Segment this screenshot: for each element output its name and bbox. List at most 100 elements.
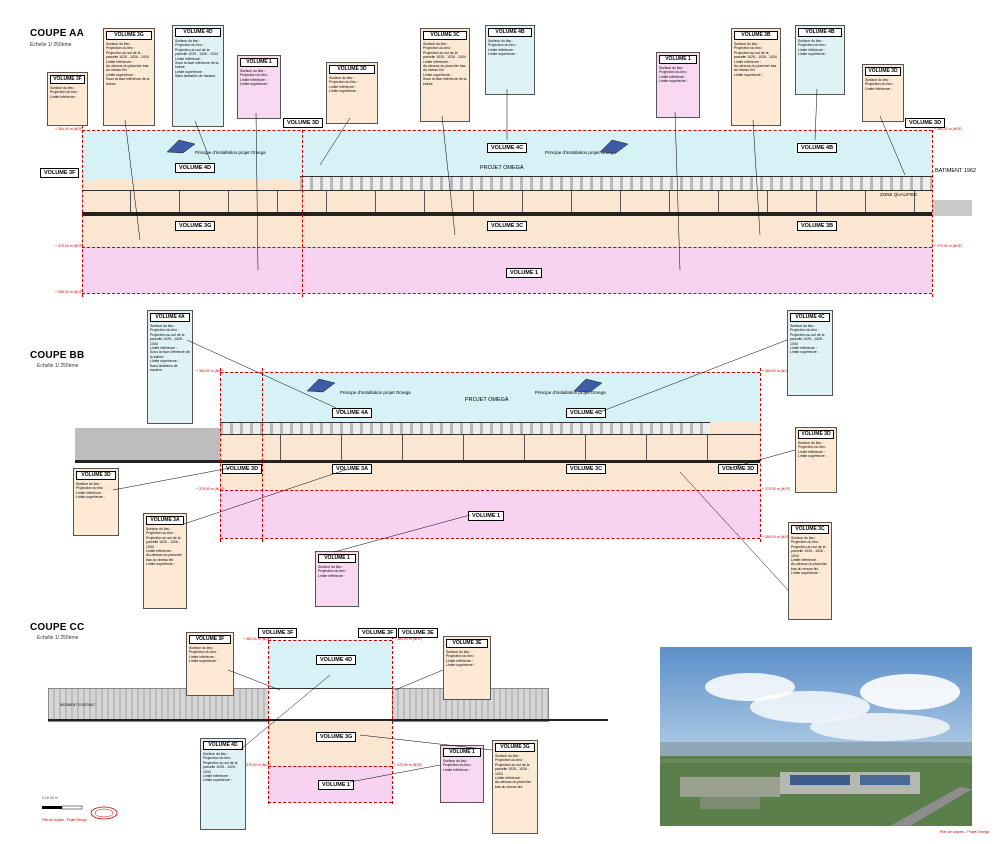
- legend-note: Plan de coupes - Projet Omega: [42, 818, 87, 822]
- bb-elevation-top-left: + 384,00 m (NGF): [196, 369, 225, 373]
- cc-volume-3f-top-right: VOLUME 3F: [358, 628, 398, 638]
- bb-callout-1: VOLUME 1 Surface du lieu : Projection du…: [315, 551, 359, 607]
- aa-solar-panel-icon-1: [166, 139, 196, 154]
- aa-callout-3d-right: VOLUME 3D Surface du lieu : Projection d…: [862, 64, 904, 122]
- cc-leader-lines: [227, 669, 493, 783]
- cc-volume-3f-top-left: VOLUME 3F: [258, 628, 298, 638]
- bb-ground-slab: [75, 460, 760, 463]
- cc-limit-left: [268, 636, 269, 804]
- bb-solar-panel-icon-1: [306, 378, 336, 393]
- section-aa-title: COUPE AA: [30, 28, 85, 39]
- aa-zone-qualifiee-label: ZONE QUALIFIEE: [880, 192, 918, 197]
- cc-ground-slab: [48, 719, 608, 721]
- bb-volume4-band: [220, 372, 760, 422]
- cc-callout-3f: VOLUME 3F Surface du lieu : Projection d…: [186, 632, 234, 696]
- bb-panneaux-label-1: Principe d'installation projet Omega: [340, 390, 411, 395]
- aa-callout-4b-right: VOLUME 4B Surface du lieu : Projection d…: [795, 25, 845, 95]
- aa-elevation-top-left: + 384,00 m (NGF): [55, 127, 84, 131]
- aerial-photo: [660, 647, 972, 826]
- section-cc-title: COUPE CC: [30, 622, 85, 633]
- section-bb-title: COUPE BB: [30, 350, 85, 361]
- bb-leader-lines: [112, 339, 796, 591]
- bb-volume-3d-left-label: VOLUME 3D: [222, 464, 263, 474]
- bb-elevation-line-mid: [220, 490, 760, 491]
- bb-panneaux-label-2: Principe d'installation projet Omega: [535, 390, 606, 395]
- cc-center-building: [268, 688, 392, 721]
- bb-callout-3d-right: VOLUME 3D Surface du lieu : Projection d…: [795, 427, 837, 493]
- section-bb-scale: Echelle 1/ 250ème: [37, 363, 79, 369]
- aa-volume-3g-label: VOLUME 3G: [175, 221, 216, 231]
- aa-limit-left: [82, 125, 83, 297]
- bb-callout-4c: VOLUME 4C Surface du lieu : Projection d…: [787, 310, 833, 396]
- aa-callout-3b: VOLUME 3B Surface du lieu : Projection d…: [731, 28, 781, 126]
- cc-volume3-band: [268, 720, 392, 766]
- aa-elevation-bottom-left: + 365,00 m (NGF): [55, 290, 84, 294]
- aa-callout-3d: VOLUME 3D Surface du lieu : Projection d…: [326, 62, 378, 124]
- bb-limit-left: [220, 368, 221, 542]
- cc-elevation-mid-right: + 375,00 m (NGF): [394, 763, 423, 767]
- cc-volume-3e-top: VOLUME 3E: [398, 628, 438, 638]
- section-cc-scale: Echelle 1/ 250ème: [37, 635, 79, 641]
- bb-elevation-mid-left: + 375,00 m (NGF): [196, 487, 225, 491]
- aa-right-terrain: [932, 200, 972, 216]
- bb-projet-omega-label: PROJET OMEGA: [465, 397, 509, 403]
- aa-callout-3g: VOLUME 3G Surface du lieu : Projection d…: [103, 28, 155, 126]
- cc-elevation-line-top: [268, 640, 392, 641]
- section-aa-scale: Echelle 1/ 250ème: [30, 42, 72, 48]
- cc-callout-3g: VOLUME 3G Surface du lieu : Projection d…: [492, 740, 538, 834]
- aa-building-interior: [82, 190, 932, 213]
- bb-elevation-mid-right: + 375,00 m (NGF): [762, 487, 791, 491]
- aa-solar-panel-icon-2: [599, 139, 629, 154]
- aa-roof-line: [300, 176, 932, 191]
- aa-callout-3f: VOLUME 3F Surface du lieu : Projection d…: [47, 72, 88, 126]
- cc-elevation-line-bottom: [268, 802, 392, 803]
- scale-bar: [42, 805, 83, 810]
- cc-existing-building-left: [48, 688, 270, 722]
- aa-volume-4d-label: VOLUME 4D: [175, 163, 216, 173]
- bb-solar-panel-icon-2: [573, 378, 603, 393]
- bb-callout-3d-left: VOLUME 3D Surface du lieu : Projection d…: [73, 468, 119, 536]
- aa-volume-3c-label: VOLUME 3C: [487, 221, 528, 231]
- cc-volume-3g-label: VOLUME 3G: [316, 732, 357, 742]
- aa-callout-1-right: VOLUME 1 Surface du lieu : Projection du…: [656, 52, 700, 118]
- cc-volume-4d-label: VOLUME 4D: [316, 655, 357, 665]
- aa-limit-right: [932, 125, 933, 297]
- cc-callout-1: VOLUME 1 Surface du lieu : Projection du…: [440, 745, 484, 803]
- bb-elevation-bottom-right: + 365,00 m (NGF): [762, 535, 791, 539]
- cc-batiment-existant-label: BATIMENT EXISTANT: [60, 703, 96, 707]
- aa-volume-4b-label: VOLUME 4B: [797, 143, 838, 153]
- cc-volume-1-label: VOLUME 1: [318, 780, 355, 790]
- aa-panneaux-label-2: Principe d'installation projet Omega: [545, 150, 616, 155]
- aa-elevation-line-mid: [82, 247, 932, 248]
- cc-elevation-line-mid: [268, 766, 392, 767]
- cc-elevation-top-left: + 384,00 m (NGF): [243, 637, 272, 641]
- bb-volume-3d-right-label: VOLUME 3D: [718, 464, 759, 474]
- stamp-seal-icon: [90, 806, 118, 820]
- aa-elevation-mid-right: + 375,00 m (NGF): [934, 244, 963, 248]
- aa-batiment-1962-label: BATIMENT 1962: [935, 168, 977, 174]
- bb-callout-3a: VOLUME 3A Surface du lieu : Projection d…: [143, 513, 187, 609]
- aa-elevation-line-bottom: [82, 293, 932, 294]
- aa-projet-omega-label: PROJET OMEGA: [480, 165, 524, 171]
- aa-elevation-top-right: + 384,00 m (NGF): [934, 127, 963, 131]
- bb-elevation-top-right: + 384,00 m (NGF): [762, 369, 791, 373]
- aa-volume-4c-label: VOLUME 4C: [487, 143, 528, 153]
- aa-callout-4d: VOLUME 4D Surface du lieu : Projection d…: [172, 25, 224, 127]
- cc-callout-3e: VOLUME 3E Surface du lieu : Projection d…: [443, 636, 491, 700]
- aa-volume-1-label: VOLUME 1: [506, 268, 543, 278]
- aa-callout-3c: VOLUME 3C Surface du lieu : Projection d…: [420, 28, 470, 122]
- cc-elevation-top-right: + 384,00 m (NGF): [394, 637, 423, 641]
- aa-panneaux-label-1: Principe d'installation projet Omega: [195, 150, 266, 155]
- aa-ground-slab: [82, 212, 932, 216]
- bb-volume-4c-label: VOLUME 4C: [566, 408, 607, 418]
- aa-volume-3d-right-label: VOLUME 3D: [905, 118, 946, 128]
- cc-elevation-mid-left: + 375,00 m (NGF): [243, 763, 272, 767]
- aa-leader-lines: [124, 88, 906, 271]
- aa-limit-mid: [302, 125, 303, 297]
- bb-left-existing: [75, 428, 220, 461]
- aa-callout-4b-mid: VOLUME 4B Surface du lieu : Projection d…: [485, 25, 535, 95]
- bb-limit-mid: [262, 368, 263, 542]
- bottom-right-reference: Plan de coupes - Projet Omega: [940, 830, 989, 834]
- aa-volume-3d-top-label: VOLUME 3D: [283, 118, 324, 128]
- aa-volume-3f-label: VOLUME 3F: [40, 168, 80, 178]
